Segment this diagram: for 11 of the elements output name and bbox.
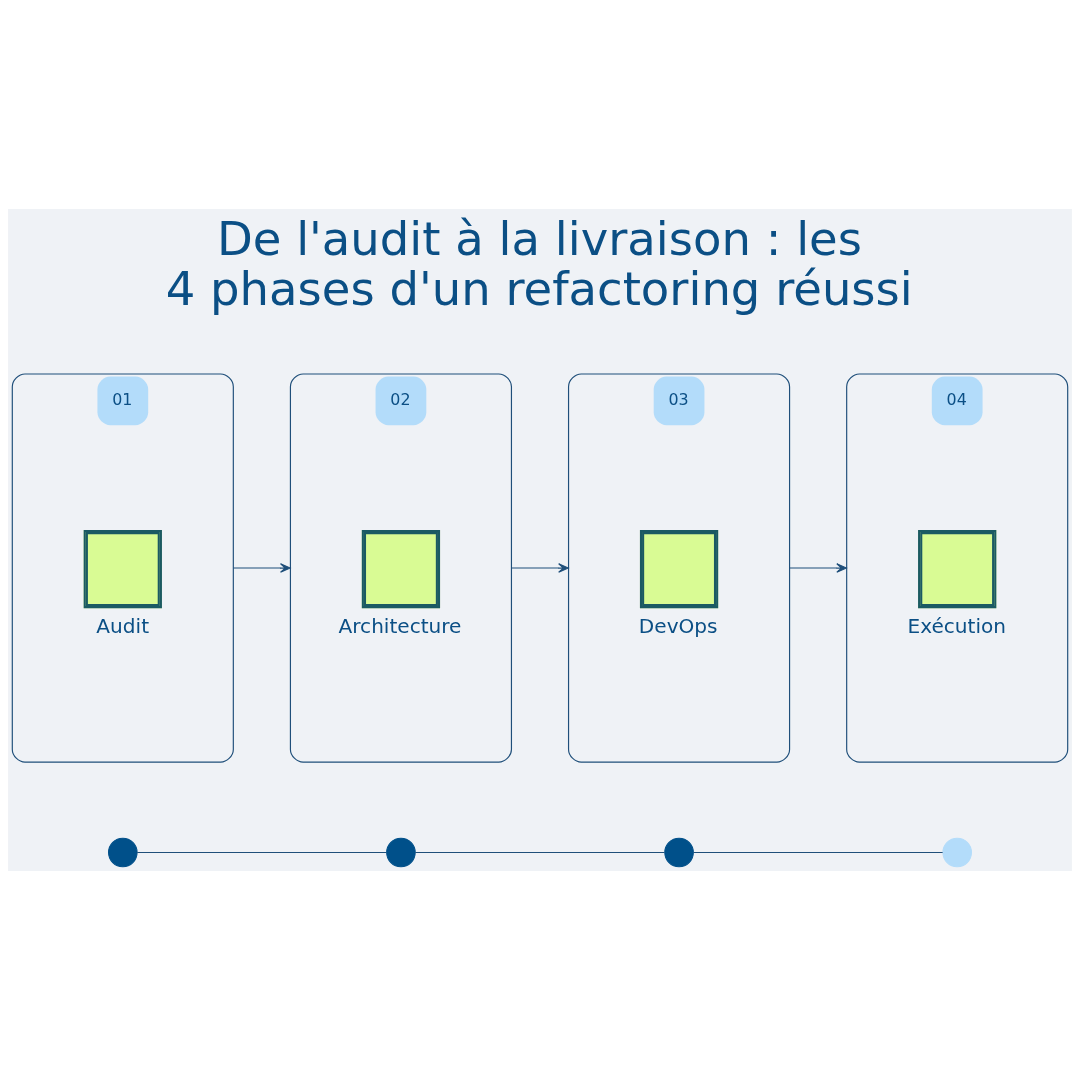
node-circle	[942, 837, 972, 868]
connector	[136, 851, 387, 854]
node-circle	[386, 837, 416, 868]
node-circle	[664, 837, 694, 868]
arrow	[789, 563, 847, 573]
arrow	[510, 563, 569, 573]
arrow	[232, 563, 291, 573]
diagram-title: De l'audit à la livraison : les 4 phases d'un refactoring réussi	[165, 211, 913, 317]
node-circle	[108, 837, 138, 868]
connector	[692, 851, 944, 854]
connector	[414, 851, 666, 854]
